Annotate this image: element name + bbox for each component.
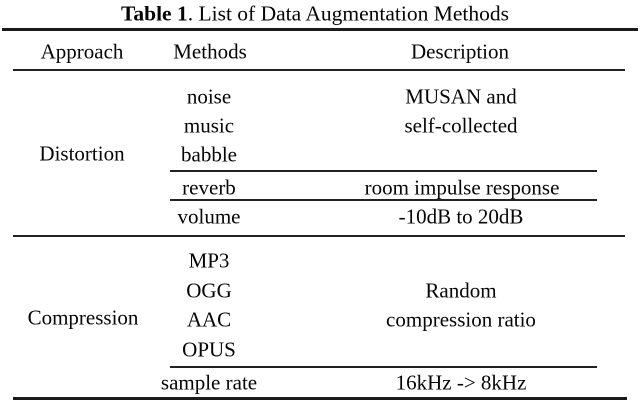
cell-method-ogg: OGG (186, 278, 232, 303)
rule-cmid-opus (170, 366, 597, 368)
cell-desc-reverb: room impulse response (364, 175, 560, 200)
table-caption-text: . List of Data Augmentation Methods (187, 1, 509, 26)
rule-top (2, 28, 638, 31)
cell-method-opus: OPUS (182, 337, 236, 362)
cell-method-noise: noise (186, 84, 232, 109)
cell-method-reverb: reverb (182, 175, 236, 200)
table-caption-number: Table 1 (121, 1, 188, 26)
table-caption: Table 1. List of Data Augmentation Metho… (121, 3, 509, 25)
col-header-methods: Methods (173, 39, 247, 64)
cell-method-aac: AAC (186, 307, 232, 332)
cell-desc-volume: -10dB to 20dB (398, 204, 524, 229)
cell-desc-musan-line1: MUSAN and (405, 84, 517, 109)
cell-method-sample-rate: sample rate (160, 370, 258, 395)
cell-desc-random-line1: Random (425, 278, 497, 303)
cell-desc-random-line2: compression ratio (386, 307, 536, 332)
cell-desc-sample-rate: 16kHz -> 8kHz (395, 370, 527, 395)
col-header-approach: Approach (40, 39, 124, 64)
rule-header-underline (13, 69, 625, 71)
cell-approach-distortion: Distortion (39, 141, 125, 166)
col-header-description: Description (411, 39, 509, 64)
rule-cmid-babble (170, 170, 597, 172)
cell-method-volume: volume (177, 204, 241, 229)
rule-bottom (13, 397, 627, 400)
cell-desc-musan-line2: self-collected (404, 113, 518, 138)
cell-method-music: music (183, 113, 235, 138)
cell-approach-compression: Compression (27, 305, 139, 330)
rule-cmid-reverb (170, 199, 597, 201)
cell-method-mp3: MP3 (188, 248, 230, 273)
rule-section-divider (13, 235, 625, 237)
cell-method-babble: babble (181, 142, 237, 167)
